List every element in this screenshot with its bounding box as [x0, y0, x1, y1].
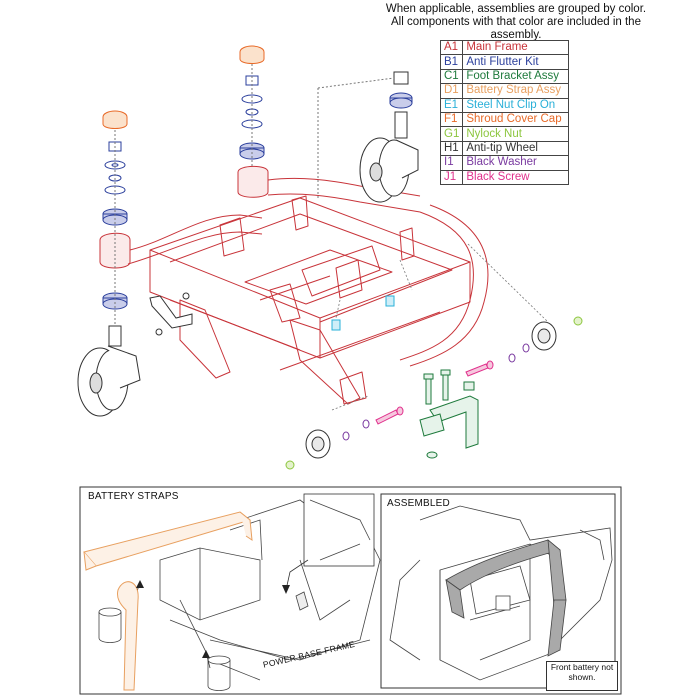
anti-tip-wheel-right [522, 316, 583, 353]
legend-code: A1 [439, 39, 464, 56]
battery-straps-drawing [98, 493, 381, 691]
front-left-hardware-stack [102, 110, 128, 330]
right-caster-stack [317, 71, 413, 200]
legend-label: Nylock Nut [462, 126, 569, 142]
battery-strap [83, 511, 253, 691]
legend-code: J1 [439, 169, 464, 185]
front-battery-note: Front battery not shown. [546, 661, 618, 691]
side-bracket [149, 292, 193, 336]
assembly-color-note: When applicable, assemblies are grouped … [385, 3, 647, 41]
foot-bracket-assembly [419, 369, 479, 459]
black-screws [362, 353, 516, 429]
direction-arrows [136, 580, 290, 658]
panel-label-battery-straps: BATTERY STRAPS [88, 491, 179, 502]
main-frame [99, 165, 489, 405]
panel-label-assembled: ASSEMBLED [387, 498, 450, 509]
front-left-caster-wheel [77, 325, 141, 417]
legend-code: C1 [439, 68, 464, 85]
anti-tip-wheel-left [285, 429, 350, 470]
legend-label: Black Washer [462, 155, 569, 171]
assembled-strap [445, 539, 567, 657]
rear-hardware-stack [239, 45, 265, 166]
legend-label: Black Screw [462, 169, 569, 185]
legend-label: Battery Strap Assy [462, 83, 569, 99]
bottom-panel-frame [79, 486, 622, 695]
legend-code: E1 [439, 97, 464, 113]
legend-code: D1 [439, 83, 464, 99]
right-rear-caster-wheel [359, 111, 419, 203]
steel-nut-clips [331, 295, 395, 331]
